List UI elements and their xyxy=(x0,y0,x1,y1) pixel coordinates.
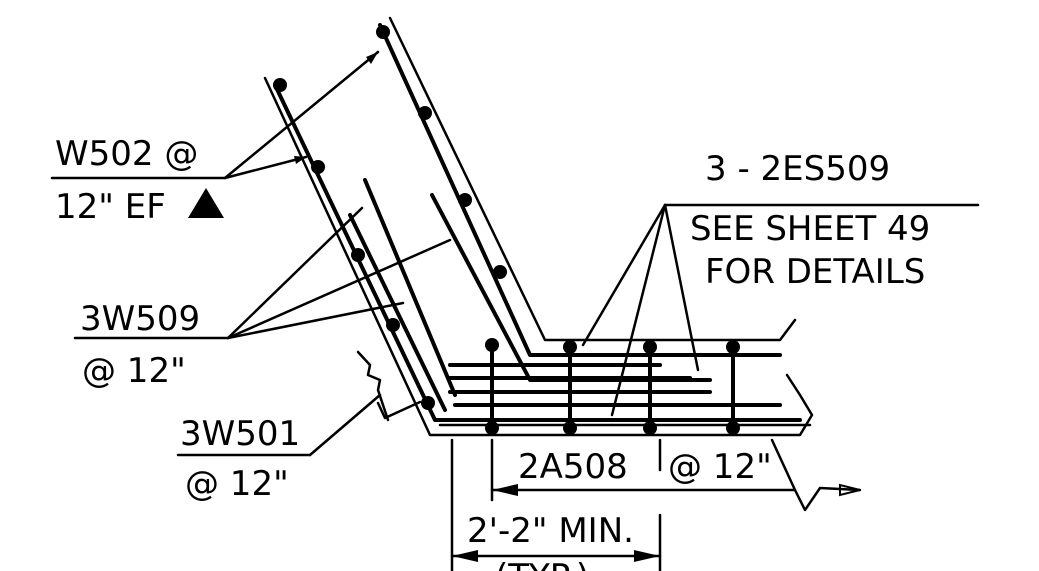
bar-dot xyxy=(643,340,657,354)
bar-dot xyxy=(493,265,507,279)
w509-label: 3W509 xyxy=(80,299,200,339)
bar-dot xyxy=(376,25,390,39)
bar-dot xyxy=(726,340,740,354)
arrowhead-icon xyxy=(366,52,378,64)
revision-triangle-icon xyxy=(188,188,224,218)
wall-inner-face xyxy=(388,16,797,342)
es509-leader-2 xyxy=(610,203,667,417)
w509-bar-1 xyxy=(363,178,457,397)
w502-spacing-label: 12" EF xyxy=(55,187,166,227)
w502-label: W502 @ xyxy=(55,134,198,174)
w501-callout: 3W501 @ 12" xyxy=(176,350,422,504)
w502-inner-bar xyxy=(378,23,782,357)
w502-leader-1 xyxy=(223,50,380,180)
a508-spacing-label: @ 12" xyxy=(668,447,772,487)
bar-dot xyxy=(273,78,287,92)
bar-dot xyxy=(485,421,499,435)
w501-break-symbol xyxy=(356,350,390,422)
bar-dots xyxy=(273,25,740,435)
es509-leader-1 xyxy=(581,203,667,347)
stirrups xyxy=(490,343,735,430)
bar-dot xyxy=(458,193,472,207)
bar-dot xyxy=(643,421,657,435)
arrowhead-icon xyxy=(634,550,660,562)
w509-leader-2 xyxy=(226,238,452,340)
w509-callout: 3W509 @ 12" xyxy=(73,206,452,391)
bar-dot xyxy=(563,421,577,435)
bar-dot xyxy=(485,338,499,352)
min-length-dimension: 2'-2" MIN. (TYP.) xyxy=(450,438,662,571)
arrowhead-icon xyxy=(839,483,861,497)
w501-leader xyxy=(308,393,382,457)
a508-dimension: 2A508 @ 12" xyxy=(490,438,862,512)
es509-callout: 3 - 2ES509 SEE SHEET 49 FOR DETAILS xyxy=(581,149,980,417)
w502-leader-2 xyxy=(223,155,308,180)
es509-leader-3 xyxy=(663,203,700,372)
bar-dot xyxy=(726,421,740,435)
slab-bars xyxy=(438,363,812,427)
w509-leader-1 xyxy=(226,206,364,340)
arrowhead-icon xyxy=(452,550,478,562)
es509-label: 3 - 2ES509 xyxy=(705,149,890,189)
arrowhead-icon xyxy=(294,156,306,164)
bar-dot xyxy=(351,248,365,262)
typ-label: (TYP.) xyxy=(495,557,589,571)
w509-leader-3 xyxy=(226,301,405,340)
es509-details-label: FOR DETAILS xyxy=(705,252,925,292)
w501-spacing-label: @ 12" xyxy=(185,464,289,504)
w502-callout: W502 @ 12" EF xyxy=(50,50,380,227)
w509-bar-2 xyxy=(348,213,447,412)
arrowhead-icon xyxy=(492,484,518,496)
min-length-label: 2'-2" MIN. xyxy=(467,511,634,551)
es509-sheet-label: SEE SHEET 49 xyxy=(690,209,930,249)
bar-dot xyxy=(311,160,325,174)
w501-extent-tick xyxy=(376,400,422,420)
w509-spacing-label: @ 12" xyxy=(82,351,186,391)
bar-dot xyxy=(563,340,577,354)
a508-break-line xyxy=(770,438,862,512)
bar-dot xyxy=(421,396,435,410)
a508-label: 2A508 xyxy=(518,447,628,487)
w501-label: 3W501 xyxy=(180,414,300,454)
bar-dot xyxy=(386,318,400,332)
bar-dot xyxy=(418,106,432,120)
w501-outer-bar xyxy=(273,83,802,422)
